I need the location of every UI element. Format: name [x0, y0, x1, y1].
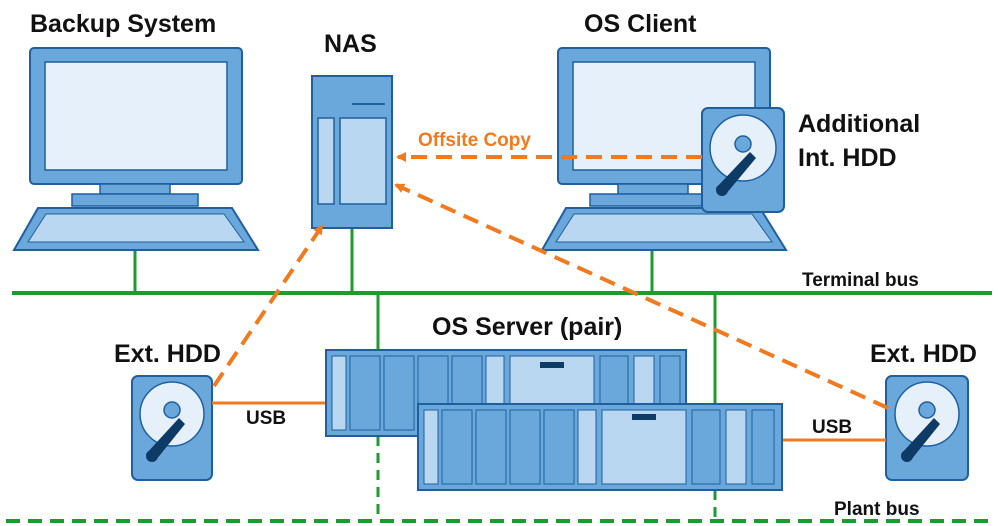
- additional-hdd-label-line2: Int. HDD: [798, 144, 897, 172]
- internal-hdd-icon: [701, 107, 785, 213]
- external-hdd-right-icon: [885, 375, 969, 481]
- external-hdd-left-icon: [131, 375, 213, 481]
- usb-left-label: USB: [246, 408, 286, 429]
- ext-hdd-right-label: Ext. HDD: [870, 340, 977, 368]
- os-server-b-rack-server-icon: [417, 403, 783, 491]
- plant-bus: [6, 436, 992, 523]
- os-client-label: OS Client: [584, 10, 697, 38]
- offsite-copy-arrows: [212, 152, 889, 410]
- nas-tower-icon: [311, 75, 393, 229]
- offsite-copy-from-left-hdd-arrow: [212, 224, 324, 388]
- terminal-bus: [12, 228, 992, 404]
- usb-right-label: USB: [812, 417, 852, 438]
- offsite-copy-label: Offsite Copy: [418, 130, 531, 151]
- ext-hdd-left-label: Ext. HDD: [114, 340, 221, 368]
- terminal-bus-label: Terminal bus: [802, 270, 919, 291]
- plant-bus-label: Plant bus: [834, 499, 920, 520]
- additional-hdd-label-line1: Additional: [798, 110, 920, 138]
- offsite-copy-from-right-hdd-arrow: [394, 183, 889, 410]
- nas-label: NAS: [324, 30, 377, 58]
- backup-system-computer-icon: [12, 47, 260, 251]
- backup-system-label: Backup System: [30, 10, 216, 38]
- os-server-pair-label: OS Server (pair): [432, 313, 622, 341]
